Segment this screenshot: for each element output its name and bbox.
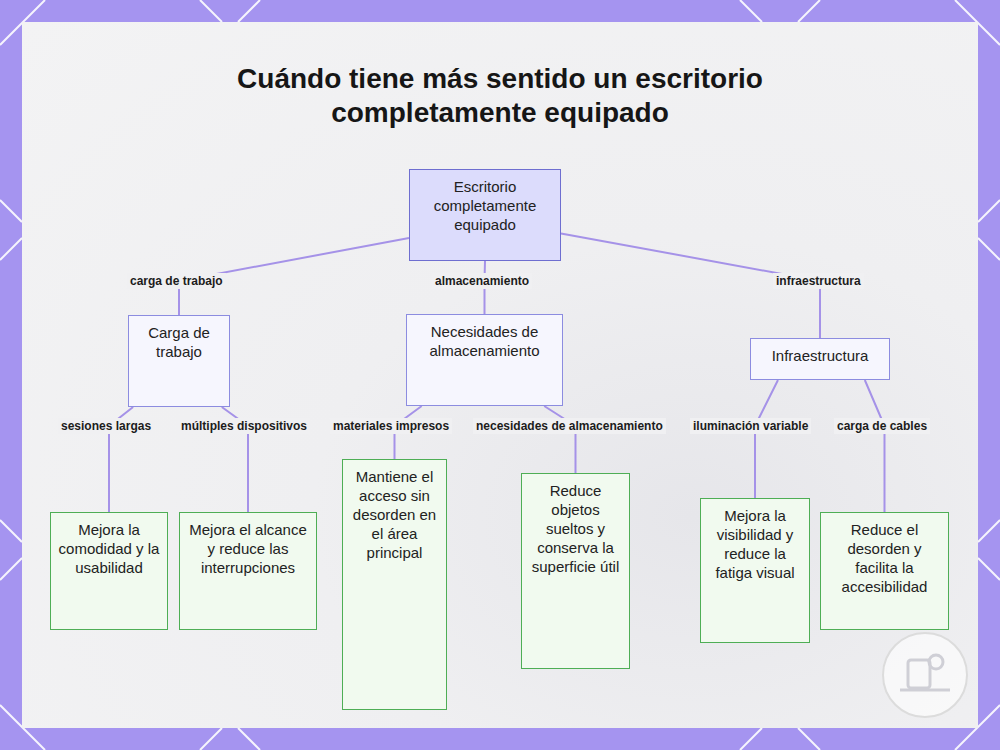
- benefit-box: Reduce el desorden y facilita la accesib…: [820, 512, 949, 630]
- edge-label: carga de trabajo: [127, 273, 226, 289]
- edge-label: materiales impresos: [330, 418, 452, 434]
- edge-label: múltiples dispositivos: [178, 418, 310, 434]
- edge-label: necesidades de almacenamiento: [473, 418, 666, 434]
- connector-line: [544, 406, 575, 473]
- category-box: Necesidades de almacenamiento: [406, 314, 563, 406]
- box-text: Mejora el alcance y reduce las interrupc…: [180, 513, 316, 577]
- edge-label: sesiones largas: [58, 418, 154, 434]
- benefit-box: Reduce objetos sueltos y conserva la sup…: [521, 473, 630, 669]
- category-box: Infraestructura: [750, 338, 890, 380]
- edge-label: almacenamiento: [432, 273, 532, 289]
- edge-label: infraestructura: [773, 273, 864, 289]
- benefit-box: Mejora la visibilidad y reduce la fatiga…: [700, 498, 810, 643]
- root-box: Escritorio completamente equipado: [409, 169, 561, 261]
- box-text: Mejora la visibilidad y reduce la fatiga…: [701, 499, 809, 582]
- benefit-box: Mantiene el acceso sin desorden en el ár…: [342, 459, 447, 710]
- connector-line: [865, 380, 885, 512]
- benefit-box: Mejora el alcance y reduce las interrupc…: [179, 512, 317, 630]
- connector-line: [755, 380, 778, 498]
- box-text: Reduce objetos sueltos y conserva la sup…: [522, 474, 629, 576]
- box-text: Mantiene el acceso sin desorden en el ár…: [343, 460, 446, 562]
- box-text: Infraestructura: [751, 339, 889, 365]
- box-text: Necesidades de almacenamiento: [407, 315, 562, 360]
- edge-label: iluminación variable: [690, 418, 811, 434]
- box-text: Reduce el desorden y facilita la accesib…: [821, 513, 948, 596]
- edge-label: carga de cables: [834, 418, 930, 434]
- diagram-title: Cuándo tiene más sentido un escritorio c…: [230, 62, 770, 130]
- category-box: Carga de trabajo: [128, 315, 230, 407]
- box-text: Mejora la comodidad y la usabilidad: [51, 513, 167, 577]
- watermark-badge: [883, 633, 967, 717]
- box-text: Escritorio completamente equipado: [410, 170, 560, 234]
- benefit-box: Mejora la comodidad y la usabilidad: [50, 512, 168, 630]
- box-text: Carga de trabajo: [129, 316, 229, 361]
